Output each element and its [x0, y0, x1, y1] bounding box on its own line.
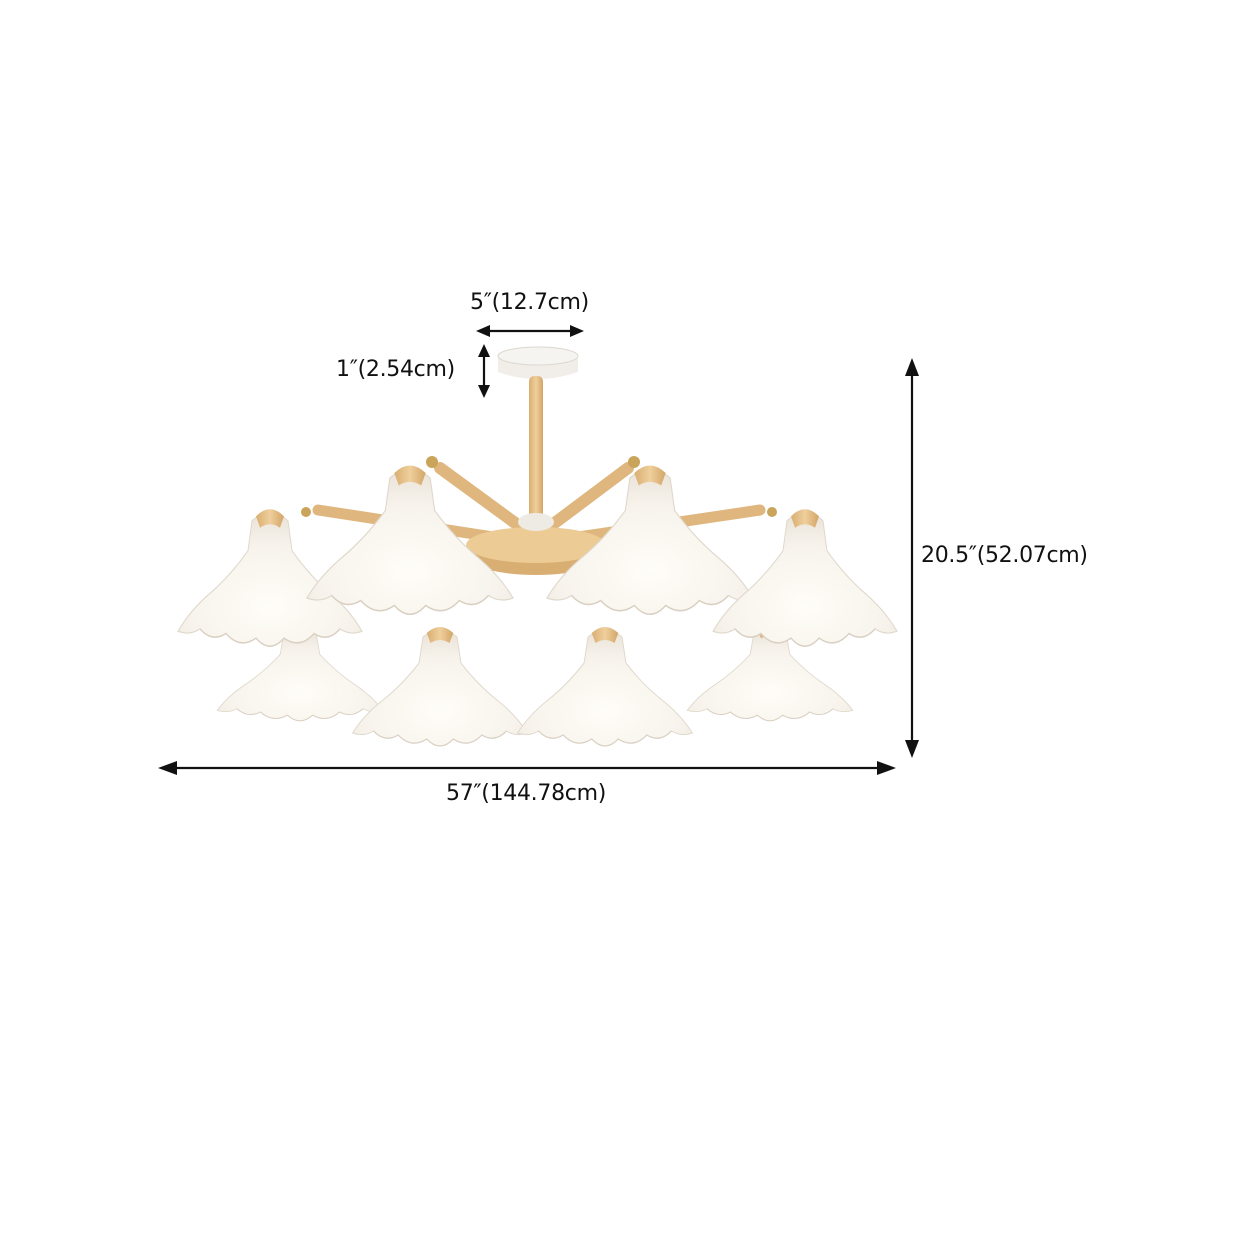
canopy-height-label: 1″(2.54cm)	[336, 357, 455, 382]
overall-width-label: 57″(144.78cm)	[446, 781, 606, 806]
center-hub	[466, 513, 606, 575]
canopy-width-label: 5″(12.7cm)	[470, 290, 589, 315]
overall-height-label: 20.5″(52.07cm)	[921, 543, 1088, 568]
dimension-arrows	[158, 325, 919, 775]
down-rod	[529, 376, 543, 524]
ceiling-canopy	[497, 346, 579, 379]
